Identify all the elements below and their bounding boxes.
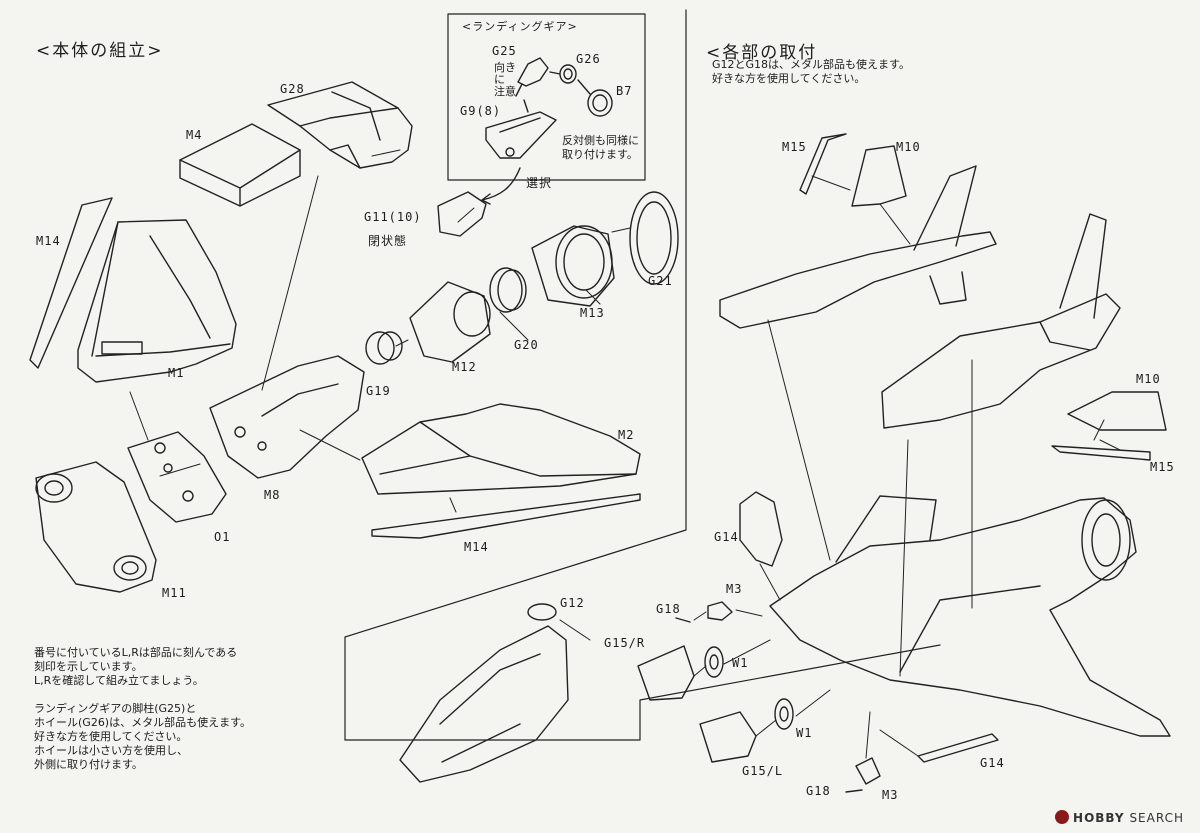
label-g21: G21 [648,274,673,288]
label-m14-bottom: M14 [464,540,489,554]
label-g20: G20 [514,338,539,352]
label-m3-lower: M3 [882,788,899,802]
landing-gear-box-frame [447,13,646,181]
label-m10-top: M10 [896,140,921,154]
label-g12: G12 [560,596,585,610]
label-m10-right: M10 [1136,372,1161,386]
label-m8: M8 [264,488,281,502]
label-m12: M12 [452,360,477,374]
part-m3-lower [855,757,881,785]
label-b7: B7 [616,84,633,98]
label-g9: G9(8) [460,104,502,118]
landing-gear-parts [485,57,613,159]
part-g18-upper [675,617,691,623]
part-g12 [527,603,557,621]
part-w1-lower [774,698,794,730]
part-fuselage-upper [719,165,997,329]
part-m10-top [851,145,907,207]
part-m10-right [1067,391,1167,431]
label-m2: M2 [618,428,635,442]
watermark: HOBBY SEARCH [1055,810,1184,825]
landing-gear-metal-note: ランディングギアの脚柱(G25)と ホイール(G26)は、メタル部品も使えます。… [34,702,252,771]
watermark-suffix: SEARCH [1129,811,1184,825]
lr-marking-note: 番号に付いているL,Rは部品に刻んである 刻印を示しています。 L,Rを確認して… [34,646,238,687]
label-m3-upper: M3 [726,582,743,596]
label-g15r: G15/R [604,636,646,650]
part-m11 [35,461,157,593]
label-closed-state: 閉状態 [368,234,408,248]
assembly-arrows-right [559,175,1121,759]
label-m11: M11 [162,586,187,600]
right-section-title: <各部の取付 [706,43,818,63]
label-g11: G11(10) [364,210,422,224]
assembly-arrows-left [129,149,631,513]
part-m8 [209,355,365,479]
right-section-note: G12とG18は、メタル部品も使えます。 好きな方を使用してください。 [712,58,910,85]
opposite-side-note: 反対側も同様に 取り付けます。 [562,134,639,161]
select-arrow [481,167,521,201]
label-g18-lower: G18 [806,784,831,798]
watermark-logo-icon [1055,810,1070,824]
section-divider [344,9,941,741]
label-m1: M1 [168,366,185,380]
label-w1-lower: W1 [796,726,813,740]
part-g28 [267,81,413,169]
orientation-note: 向き に 注意 [494,61,516,98]
part-g15r [637,645,695,701]
part-fuselage-lower [769,495,1171,737]
label-g25: G25 [492,44,517,58]
label-m15-right: M15 [1150,460,1175,474]
left-section-title: <本体の組立> [36,41,164,61]
label-g15l: G15/L [742,764,784,778]
part-m3-upper [707,601,733,621]
part-g20 [489,267,527,313]
part-g18-lower [845,789,863,793]
part-m14-bottom [371,493,641,539]
label-g14-lower: G14 [980,756,1005,770]
part-o1 [127,431,227,523]
label-m4: M4 [186,128,203,142]
part-canopy [399,625,569,783]
part-g11 [437,191,487,237]
label-g19: G19 [366,384,391,398]
part-m14-left [29,197,113,369]
label-m15-top: M15 [782,140,807,154]
part-m1 [77,219,237,383]
part-m15-top [799,133,847,195]
label-o1: O1 [214,530,231,544]
part-w1-upper [704,646,724,678]
part-fuselage-middle [881,213,1121,429]
part-m2 [361,403,641,495]
part-g19 [365,331,403,365]
part-m15-right [1051,445,1151,461]
part-m4 [179,123,301,207]
label-g26: G26 [576,52,601,66]
part-g15l [699,711,757,763]
landing-gear-title: <ランディングギア> [462,20,578,33]
label-m13: M13 [580,306,605,320]
select-label: 選択 [526,176,553,190]
label-g28: G28 [280,82,305,96]
label-w1-upper: W1 [732,656,749,670]
label-g18-upper: G18 [656,602,681,616]
part-g14-lower [917,733,999,763]
watermark-prefix: HOBBY [1073,811,1125,825]
part-g14-upper [739,491,783,567]
label-m14-left: M14 [36,234,61,248]
label-g14-upper: G14 [714,530,739,544]
part-m12 [409,281,491,363]
part-m13 [531,225,615,307]
part-g21 [629,191,679,285]
